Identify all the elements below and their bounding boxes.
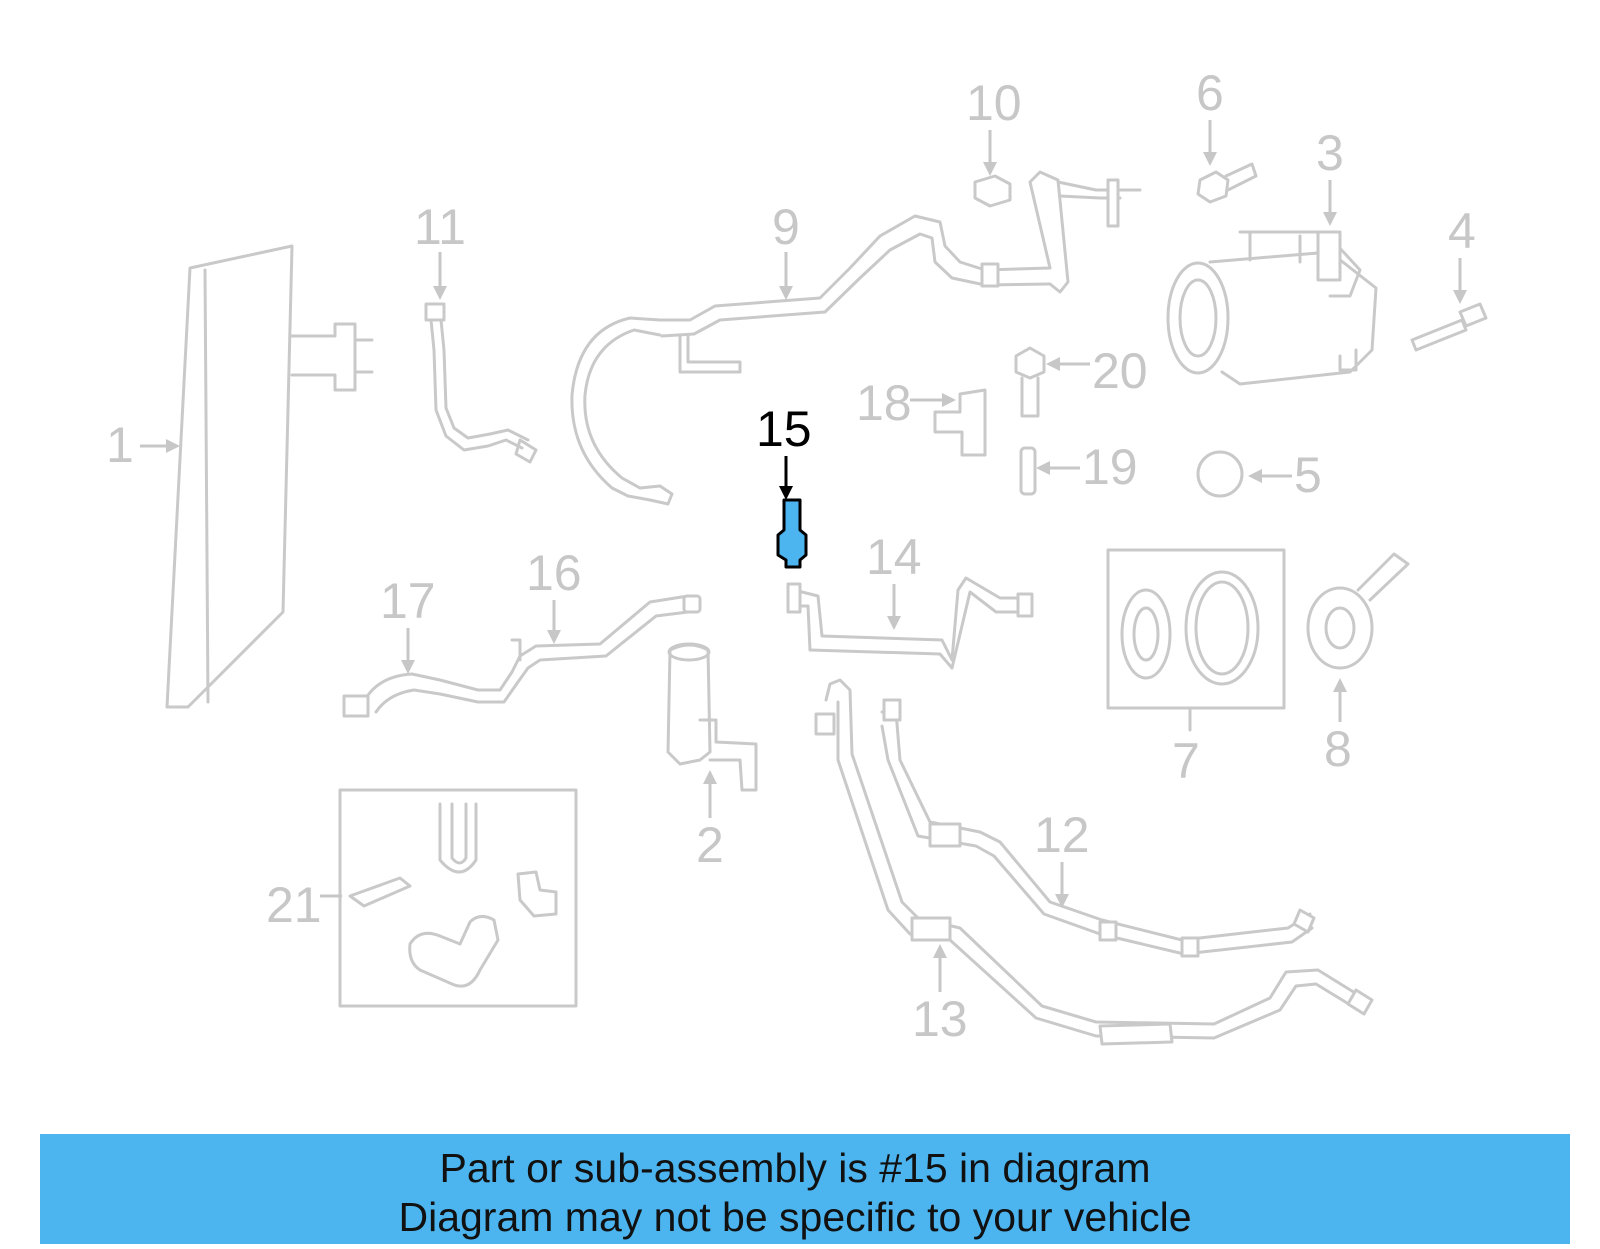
callout-21: 21 [266, 877, 322, 933]
part-17-hose[interactable] [342, 672, 480, 718]
part-21-seal-kit[interactable] [338, 788, 578, 1008]
callout-7: 7 [1172, 733, 1200, 789]
callout-20: 20 [1092, 343, 1148, 399]
callout-13: 13 [912, 991, 968, 1047]
banner-line-2: Diagram may not be specific to your vehi… [398, 1194, 1192, 1240]
part-13-tube[interactable] [814, 678, 1374, 1046]
part-12-tube[interactable] [880, 698, 1316, 958]
part-20-bolt[interactable] [1014, 346, 1046, 418]
callout-11: 11 [414, 199, 466, 255]
callout-18: 18 [856, 375, 912, 431]
part-4-fitting[interactable] [1410, 302, 1488, 352]
callout-2: 2 [696, 817, 724, 873]
callout-16: 16 [526, 545, 582, 601]
callout-9: 9 [772, 199, 800, 255]
part-6-bolt[interactable] [1196, 162, 1258, 204]
part-8-coil[interactable] [1306, 552, 1410, 670]
callout-17: 17 [380, 573, 436, 629]
callout-3: 3 [1316, 125, 1344, 181]
parts-diagram: 1 2 3 4 5 6 7 8 9 10 11 12 13 14 16 17 1… [106, 65, 1488, 1047]
part-3-compressor[interactable] [1166, 230, 1378, 386]
callout-15: 15 [756, 401, 812, 457]
part-14-tube[interactable] [786, 576, 1034, 670]
callout-6: 6 [1196, 65, 1224, 121]
part-19-pin[interactable] [1019, 446, 1037, 496]
callout-4: 4 [1448, 203, 1476, 259]
callout-1: 1 [106, 417, 134, 473]
callout-arrows [140, 120, 1467, 992]
part-10-nut[interactable] [973, 174, 1012, 208]
part-1-condenser[interactable] [165, 244, 374, 709]
part-15-highlighted[interactable] [776, 498, 808, 569]
callout-12: 12 [1034, 807, 1090, 863]
callout-19: 19 [1082, 439, 1138, 495]
part-11-hose[interactable] [424, 302, 538, 464]
callout-8: 8 [1324, 721, 1352, 777]
banner-line-1: Part or sub-assembly is #15 in diagram [439, 1145, 1151, 1191]
part-5-oring[interactable] [1196, 450, 1244, 498]
callout-5: 5 [1294, 447, 1322, 503]
callout-14: 14 [866, 529, 922, 585]
part-9-hose[interactable] [570, 170, 1142, 506]
part-2-drier[interactable] [666, 642, 758, 792]
callout-10: 10 [966, 75, 1022, 131]
callout-labels: 1 2 3 4 5 6 7 8 9 10 11 12 13 14 16 17 1… [106, 65, 1476, 1047]
part-16-tube[interactable] [476, 594, 702, 704]
part-18-bracket[interactable] [933, 388, 987, 457]
part-7-clutch-assembly[interactable] [1106, 548, 1286, 732]
info-banner: Part or sub-assembly is #15 in diagram D… [40, 1134, 1570, 1244]
